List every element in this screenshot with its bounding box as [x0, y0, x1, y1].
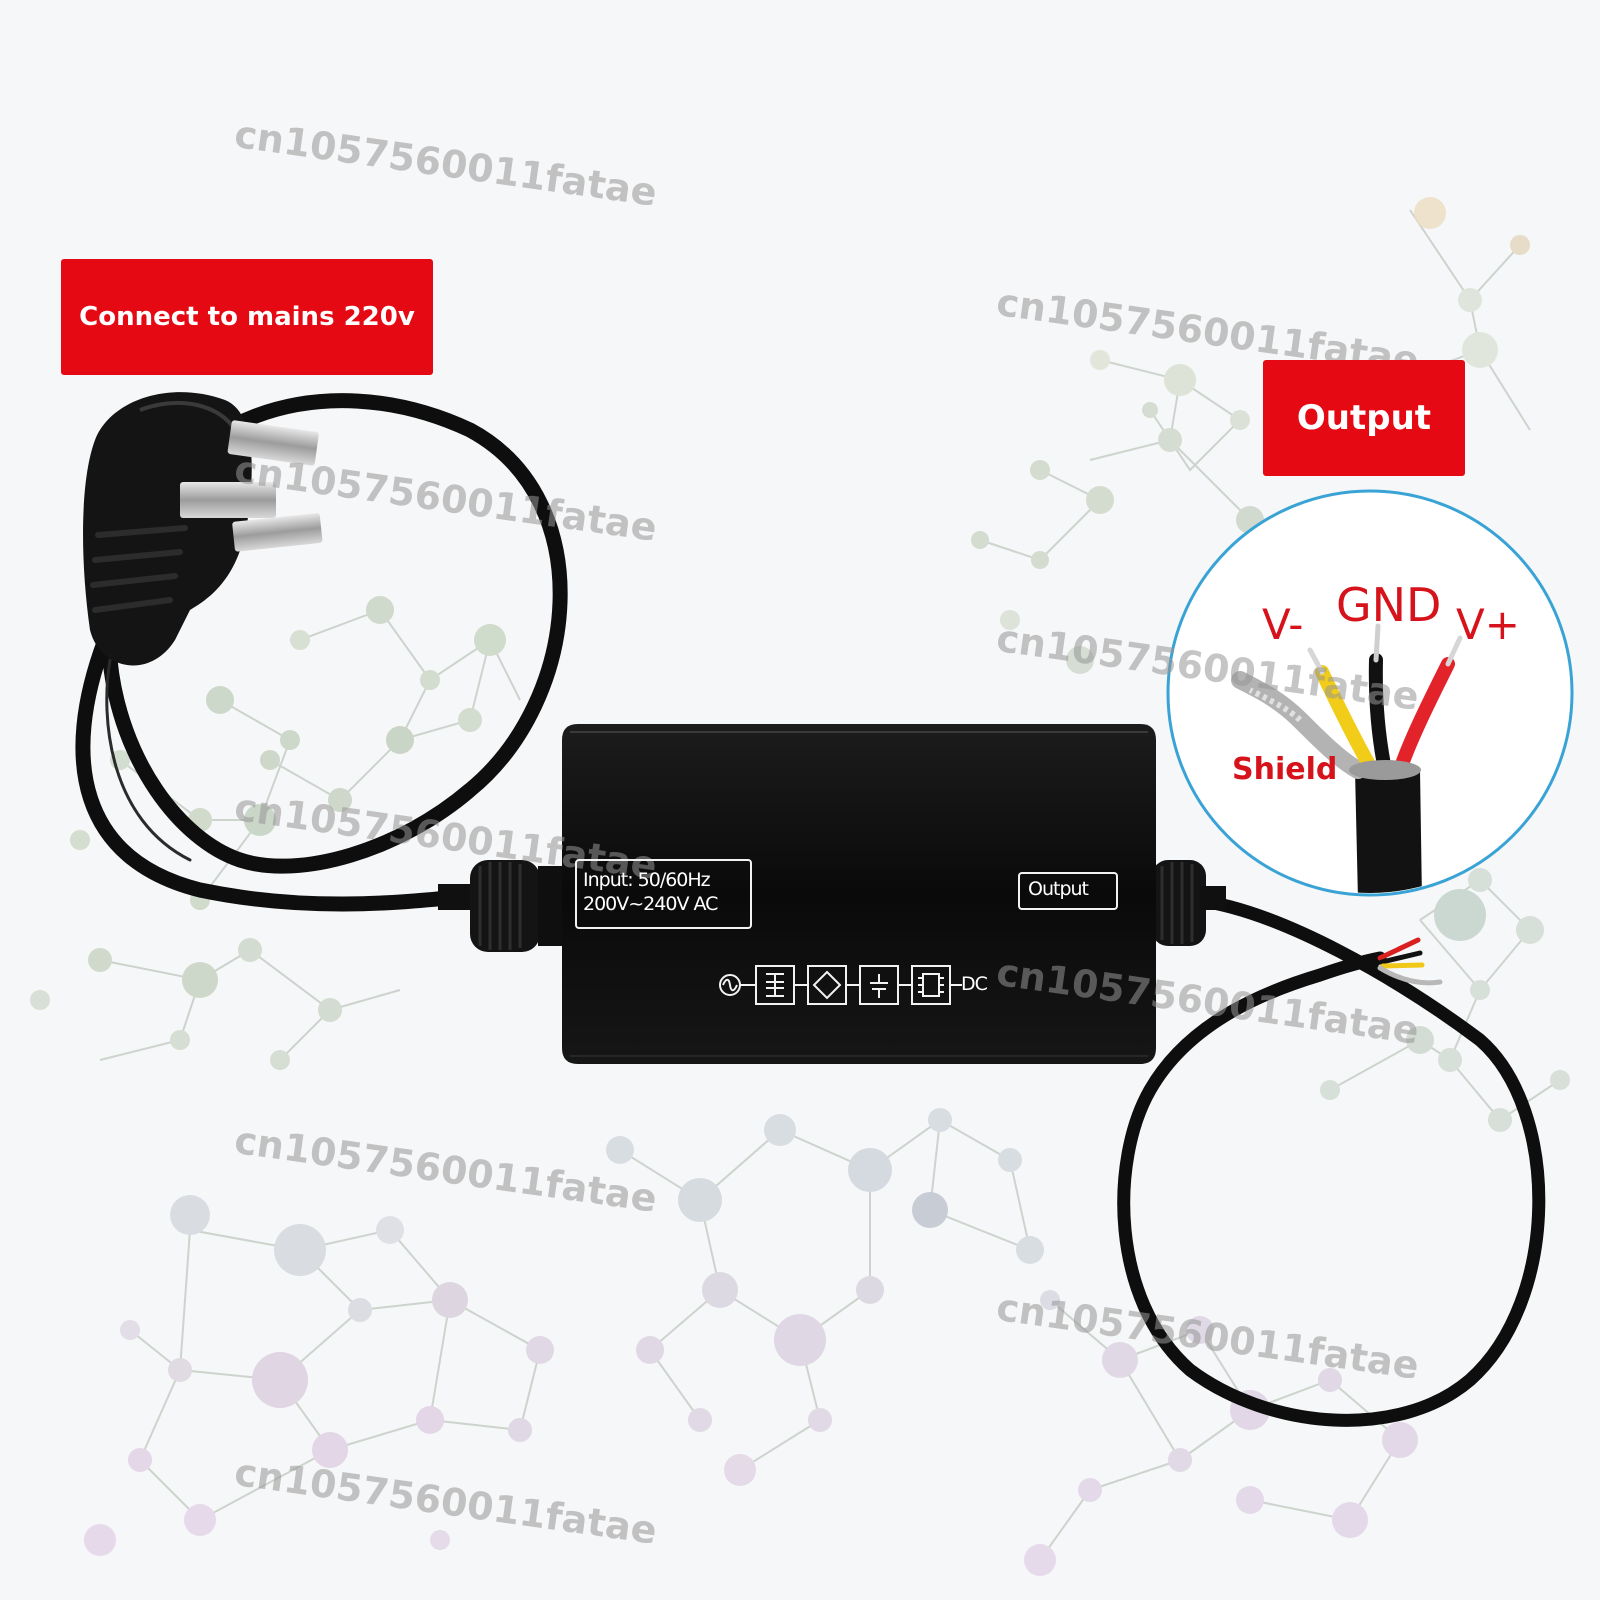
- wire-label-v-minus: V-: [1262, 600, 1304, 649]
- wire-callout: [1166, 489, 1574, 897]
- output-label: Output: [1263, 360, 1465, 476]
- input-spec-frame: [575, 859, 752, 929]
- input-voltage-text: 200V~240V AC: [583, 893, 718, 915]
- input-cable-gland: [438, 860, 576, 952]
- output-panel-text: Output: [1028, 878, 1089, 900]
- wire-label-gnd: GND: [1336, 578, 1442, 632]
- dc-output-text: DC: [961, 973, 988, 995]
- plug-pin-bottom: [232, 513, 323, 552]
- output-cable: [1117, 893, 1546, 1427]
- output-panel-frame: [1018, 872, 1118, 910]
- mains-connection-text: Connect to mains 220v: [79, 302, 415, 332]
- plug-pin-top: [227, 420, 319, 466]
- network-nodes: [30, 197, 1570, 1576]
- output-wire-ends: [1377, 937, 1443, 986]
- power-supply-enclosure: [562, 724, 1156, 1064]
- mains-plug: [83, 392, 323, 666]
- plug-pin-middle: [180, 482, 276, 518]
- circuit-block-diagram: [719, 965, 962, 1005]
- input-frequency-text: Input: 50/60Hz: [583, 869, 711, 891]
- wire-label-shield: Shield: [1232, 752, 1338, 787]
- wire-label-v-plus: V+: [1456, 600, 1520, 649]
- regulator-ic-icon: [911, 965, 951, 1005]
- mains-connection-label: Connect to mains 220v: [61, 259, 433, 375]
- output-label-text: Output: [1296, 398, 1432, 438]
